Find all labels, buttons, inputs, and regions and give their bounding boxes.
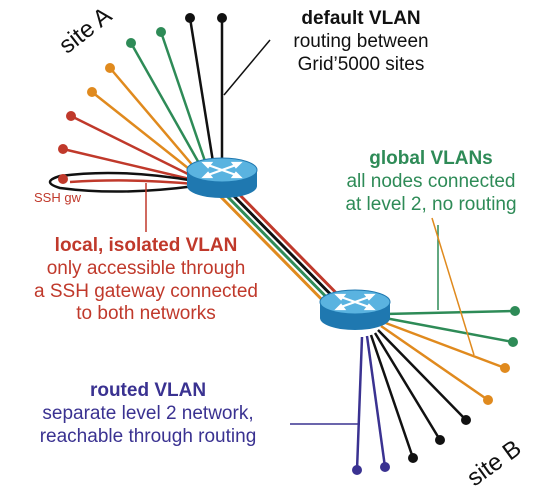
global-vlan-title: global VLANs	[369, 148, 493, 169]
site-b-nodes	[352, 306, 520, 475]
local-vlan-title: local, isolated VLAN	[54, 235, 238, 256]
global-vlan-line2: at level 2, no routing	[345, 193, 517, 215]
site-a-links	[48, 17, 224, 193]
local-vlan-line1: only accessible through	[46, 257, 246, 279]
local-vlan-line2: a SSH gateway connected	[34, 280, 258, 302]
node-dot-icon	[483, 395, 493, 405]
node-dot-icon	[66, 111, 76, 121]
site-a-nodes	[58, 13, 227, 184]
global-vlan-line1: all nodes connected	[346, 170, 516, 192]
callout-default	[223, 39, 271, 96]
routed-vlan-annotation: routed VLAN separate level 2 network, re…	[14, 380, 282, 448]
node-dot-icon	[508, 337, 518, 347]
node-dot-icon	[408, 453, 418, 463]
link-local	[228, 183, 352, 309]
node-dot-icon	[380, 462, 390, 472]
node-dot-icon	[352, 465, 362, 475]
default-vlan-title: default VLAN	[301, 8, 421, 29]
node-dot-icon	[156, 27, 166, 37]
routed-vlan-line1: separate level 2 network,	[42, 402, 254, 424]
node-dot-icon	[58, 174, 68, 184]
default-vlan-line1: routing between	[293, 30, 429, 52]
inter-router-links	[216, 183, 352, 318]
local-vlan-line3: to both networks	[76, 303, 216, 325]
router-icon	[319, 289, 391, 330]
callout-lines	[145, 39, 475, 425]
node-dot-icon	[217, 13, 227, 23]
default-vlan-line2: Grid’5000 sites	[297, 53, 425, 75]
link-default	[224, 186, 348, 312]
local-vlan-annotation: local, isolated VLAN only accessible thr…	[28, 235, 264, 326]
site-b-links	[355, 309, 516, 471]
node-dot-icon	[58, 144, 68, 154]
node-dot-icon	[435, 435, 445, 445]
network-diagram	[48, 13, 520, 475]
node-dot-icon	[87, 87, 97, 97]
router-icon	[186, 157, 258, 198]
node-dot-icon	[510, 306, 520, 316]
callout-global-2	[431, 217, 475, 356]
global-vlan-annotation: global VLANs all nodes connected at leve…	[326, 148, 536, 216]
ssh-gw-label: SSH gw	[34, 190, 81, 205]
node-dot-icon	[185, 13, 195, 23]
link-global	[220, 189, 344, 315]
node-dot-icon	[500, 363, 510, 373]
default-vlan-annotation: default VLAN routing between Grid’5000 s…	[268, 8, 454, 76]
node-dot-icon	[105, 63, 115, 73]
link-bridge	[216, 192, 340, 318]
routed-vlan-title: routed VLAN	[89, 380, 207, 401]
node-dot-icon	[461, 415, 471, 425]
routed-vlan-line2: reachable through routing	[39, 425, 257, 447]
node-dot-icon	[126, 38, 136, 48]
